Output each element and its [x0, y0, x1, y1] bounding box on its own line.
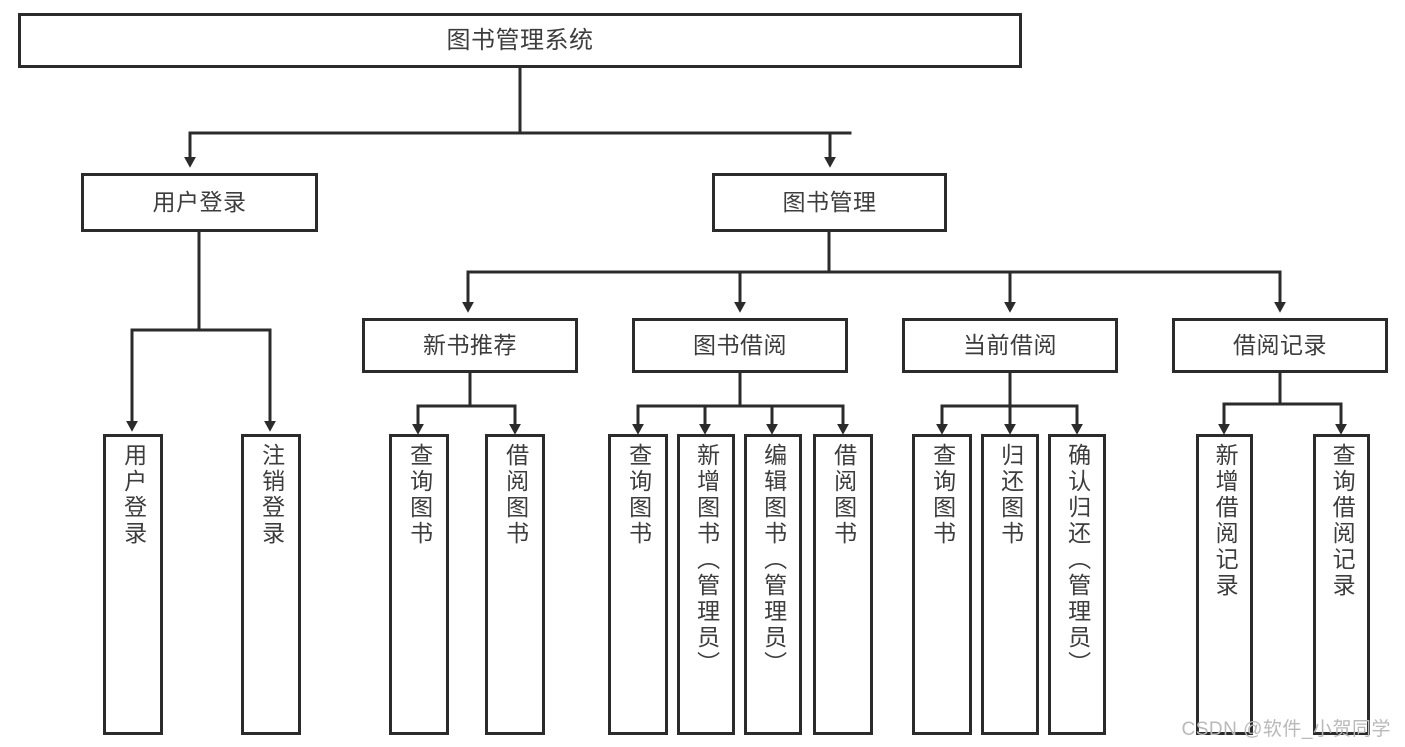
node-label: 当前借阅	[963, 332, 1057, 359]
node-new-book-recommend[interactable]: 新书推荐	[362, 318, 578, 373]
node-book-borrow[interactable]: 图书借阅	[632, 318, 848, 373]
node-label: 新增借阅记录	[1212, 443, 1239, 599]
node-leaf-add-record[interactable]: 新增借阅记录	[1196, 434, 1253, 735]
node-leaf-return-book[interactable]: 归还图书	[981, 434, 1039, 735]
node-label: 借阅图书	[502, 443, 529, 547]
node-label: 查询借阅记录	[1329, 443, 1356, 599]
node-label: 编辑图书（管理员）	[760, 443, 787, 677]
node-current-borrow[interactable]: 当前借阅	[902, 318, 1118, 373]
node-label: 图书管理	[782, 189, 877, 216]
node-borrow-record[interactable]: 借阅记录	[1172, 318, 1388, 373]
node-label: 用户登录	[120, 443, 147, 547]
node-leaf-borrow-book-borrow[interactable]: 借阅图书	[813, 434, 873, 735]
node-leaf-add-book[interactable]: 新增图书（管理员）	[677, 434, 735, 735]
node-leaf-user-login[interactable]: 用户登录	[103, 434, 163, 735]
node-root-system[interactable]: 图书管理系统	[18, 13, 1022, 68]
node-leaf-logout[interactable]: 注销登录	[241, 434, 301, 735]
node-leaf-query-book-borrow[interactable]: 查询图书	[608, 434, 668, 735]
node-label: 新书推荐	[423, 332, 517, 359]
node-label: 查询图书	[929, 443, 956, 547]
node-label: 图书借阅	[693, 332, 787, 359]
node-user-login[interactable]: 用户登录	[81, 173, 318, 232]
node-leaf-edit-book[interactable]: 编辑图书（管理员）	[744, 434, 802, 735]
node-leaf-query-book-recommend[interactable]: 查询图书	[389, 434, 449, 735]
node-label: 归还图书	[997, 443, 1024, 547]
node-leaf-borrow-book-recommend[interactable]: 借阅图书	[485, 434, 545, 735]
node-label: 用户登录	[152, 189, 247, 216]
node-book-management[interactable]: 图书管理	[712, 173, 947, 232]
node-label: 借阅记录	[1233, 332, 1327, 359]
node-label: 新增图书（管理员）	[693, 443, 720, 677]
node-label: 注销登录	[258, 443, 285, 547]
node-leaf-query-book-current[interactable]: 查询图书	[912, 434, 972, 735]
watermark-text: CSDN @软件_小贺同学	[1181, 719, 1391, 740]
node-label: 借阅图书	[830, 443, 857, 547]
node-label: 查询图书	[406, 443, 433, 547]
node-label: 图书管理系统	[446, 26, 594, 54]
node-leaf-query-record[interactable]: 查询借阅记录	[1313, 434, 1370, 735]
node-label: 查询图书	[625, 443, 652, 547]
node-leaf-confirm-return[interactable]: 确认归还（管理员）	[1048, 434, 1106, 735]
node-label: 确认归还（管理员）	[1064, 443, 1091, 677]
